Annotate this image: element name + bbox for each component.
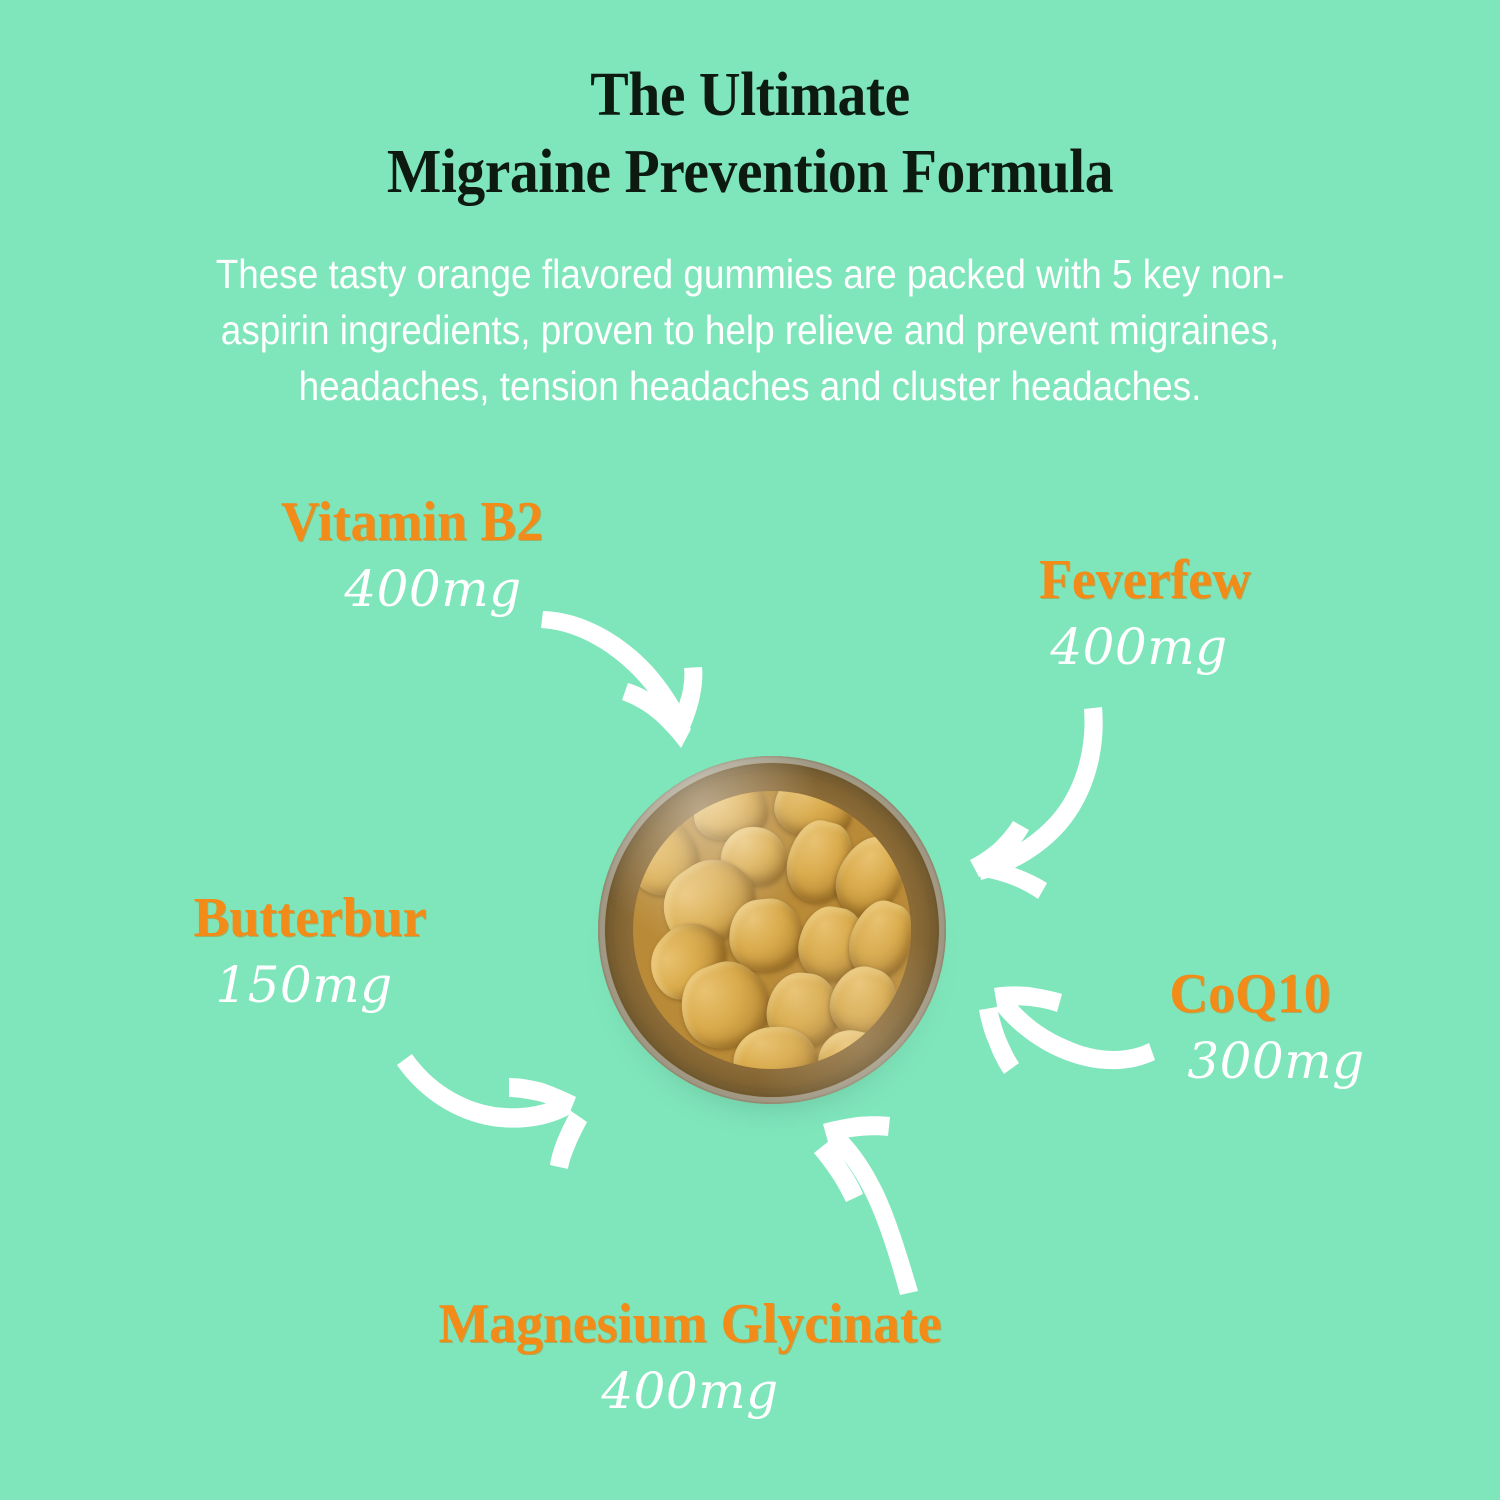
page-title-line-1: The Ultimate	[590, 61, 910, 129]
jar-rim	[598, 756, 946, 1104]
ingredient-dose: 150mg	[215, 956, 393, 1014]
ingredient-dose: 400mg	[601, 1362, 779, 1420]
ingredient-dose: 300mg	[1187, 1032, 1365, 1090]
ingredient-magnesium-glycinate: Magnesium Glycinate 400mg	[220, 1296, 1160, 1416]
ingredient-name: CoQ10	[1169, 963, 1331, 1025]
ingredient-name: Butterbur	[193, 887, 427, 949]
product-description: These tasty orange flavored gummies are …	[215, 251, 1285, 410]
jar-gloss-highlight	[598, 756, 946, 1104]
gummy-jar	[598, 756, 946, 1104]
product-image	[588, 748, 956, 1116]
ingredient-butterbur: Butterbur 150mg	[60, 890, 560, 1010]
ingredient-name: Vitamin B2	[280, 491, 544, 553]
arrow-vitamin-b2-icon	[541, 611, 703, 748]
page-title-line-2: Migraine Prevention Formula	[386, 137, 1114, 206]
ingredient-dose: 400mg	[1050, 618, 1228, 676]
ingredient-coq10: CoQ10 300mg	[1015, 966, 1485, 1086]
ingredient-name: Magnesium Glycinate	[438, 1293, 942, 1355]
ingredient-vitamin-b2: Vitamin B2 400mg	[132, 494, 692, 614]
arrow-feverfew-icon	[970, 707, 1103, 899]
arrow-magnesium-icon	[814, 1116, 918, 1295]
ingredient-feverfew: Feverfew 400mg	[875, 552, 1415, 672]
header-block: The Ultimate Migraine Prevention Formula	[0, 62, 1500, 206]
ingredient-dose: 400mg	[344, 560, 522, 618]
arrow-butterbur-icon	[397, 1054, 587, 1169]
ingredient-name: Feverfew	[1039, 549, 1251, 611]
